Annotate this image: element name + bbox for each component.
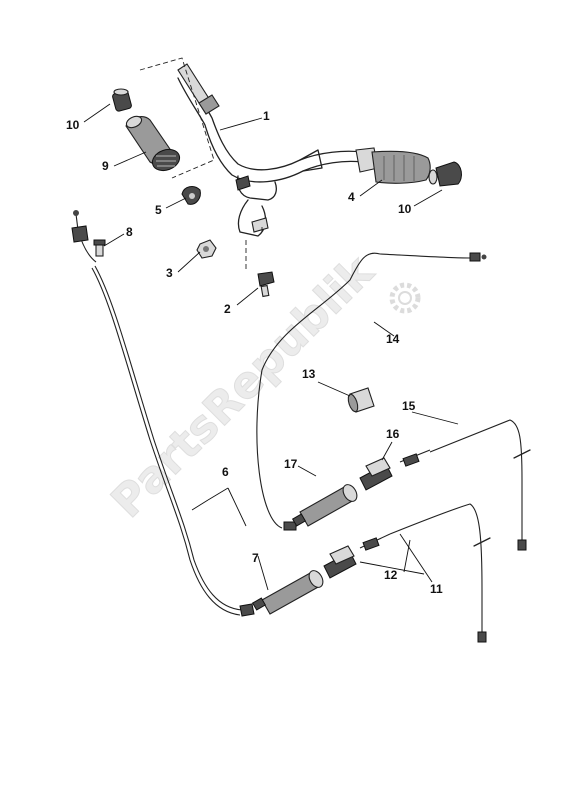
callout-4: 4 — [348, 190, 355, 204]
callout-7: 7 — [252, 551, 259, 565]
callout-1: 1 — [263, 109, 270, 123]
junction-lower — [323, 545, 357, 579]
leader-lines — [83, 103, 459, 591]
throttle-grip — [125, 115, 181, 172]
callout-8: 8 — [126, 225, 133, 239]
cable-lower-right — [359, 503, 491, 643]
callout-16: 16 — [386, 427, 400, 441]
callout-2: 2 — [224, 302, 231, 316]
brake-cable — [256, 252, 487, 531]
junction-upper — [359, 457, 393, 491]
callout-3: 3 — [166, 266, 173, 280]
callout-13: 13 — [302, 367, 316, 381]
throttle-pulley — [181, 186, 201, 205]
sleeve — [347, 387, 375, 413]
bar-end-left — [112, 88, 132, 112]
callout-5: 5 — [155, 203, 162, 217]
bar-end-right — [428, 161, 462, 187]
group-outline — [139, 57, 215, 179]
right-grip — [355, 147, 431, 184]
adjuster-upper — [291, 484, 358, 527]
callout-10-left: 10 — [66, 118, 80, 132]
handlebar — [177, 63, 363, 237]
watermark-gear-icon — [389, 282, 421, 314]
callout-11: 11 — [430, 582, 443, 596]
callout-labels: 1 2 3 4 5 6 7 8 9 10 10 11 12 13 14 15 1… — [66, 109, 443, 596]
adjuster-lower — [251, 570, 324, 615]
callout-17: 17 — [284, 457, 298, 471]
callout-10-right: 10 — [398, 202, 412, 216]
callout-14: 14 — [386, 332, 400, 346]
screw — [93, 239, 106, 257]
throttle-cable — [71, 210, 255, 617]
callout-12: 12 — [384, 568, 398, 582]
callout-6: 6 — [222, 465, 229, 479]
bolt — [245, 226, 275, 298]
cable-upper-right — [399, 419, 531, 551]
callout-9: 9 — [102, 159, 109, 173]
callout-15: 15 — [402, 399, 416, 413]
nut — [196, 239, 217, 259]
